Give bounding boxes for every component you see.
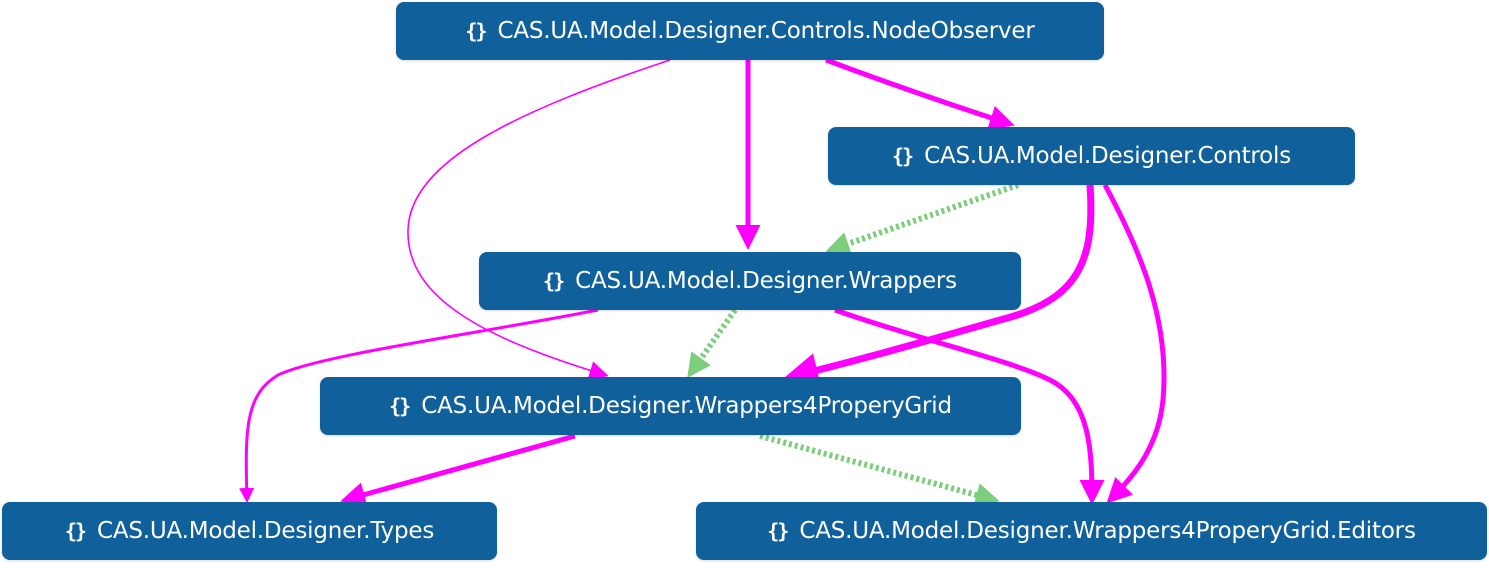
namespace-node-types[interactable]: {} CAS.UA.Model.Designer.Types — [2, 502, 497, 560]
edge-controls-to-wrappers4properygrid — [783, 184, 1095, 388]
edge-nodeobserver-to-controls — [825, 57, 1015, 130]
namespace-node-wrappers[interactable]: {} CAS.UA.Model.Designer.Wrappers — [479, 252, 1021, 310]
node-label: CAS.UA.Model.Designer.Types — [96, 518, 435, 544]
edge-wrappers-to-editors — [834, 307, 1105, 505]
namespace-node-nodeobserver[interactable]: {} CAS.UA.Model.Designer.Controls.NodeOb… — [396, 2, 1104, 60]
edge-wrappers-to-types — [239, 308, 599, 503]
namespace-braces-icon: {} — [465, 19, 487, 43]
node-label: CAS.UA.Model.Designer.Controls — [924, 143, 1291, 169]
node-label: CAS.UA.Model.Designer.Controls.NodeObser… — [497, 18, 1035, 44]
namespace-braces-icon: {} — [64, 519, 87, 543]
namespace-node-editors[interactable]: {} CAS.UA.Model.Designer.Wrappers4Proper… — [696, 502, 1487, 560]
edge-wrappers-to-wrappers4properygrid — [687, 308, 738, 378]
namespace-node-wrappers4properygrid[interactable]: {} CAS.UA.Model.Designer.Wrappers4Proper… — [320, 377, 1021, 435]
node-label: CAS.UA.Model.Designer.Wrappers — [575, 268, 957, 294]
edge-controls-to-wrappers — [825, 182, 1019, 256]
edge-wrappers4properygrid-to-editors — [759, 433, 1000, 507]
namespace-braces-icon: {} — [543, 269, 565, 293]
edge-wrappers4properygrid-to-types — [340, 433, 576, 507]
namespace-node-controls[interactable]: {} CAS.UA.Model.Designer.Controls — [828, 127, 1355, 185]
node-label: CAS.UA.Model.Designer.Wrappers4ProperyGr… — [799, 518, 1416, 544]
namespace-braces-icon: {} — [892, 144, 914, 168]
edge-nodeobserver-to-wrappers4properygrid — [407, 59, 671, 380]
namespace-braces-icon: {} — [767, 519, 789, 543]
node-label: CAS.UA.Model.Designer.Wrappers4ProperyGr… — [421, 393, 952, 419]
namespace-braces-icon: {} — [389, 394, 411, 418]
edge-controls-to-editors — [1102, 183, 1167, 504]
